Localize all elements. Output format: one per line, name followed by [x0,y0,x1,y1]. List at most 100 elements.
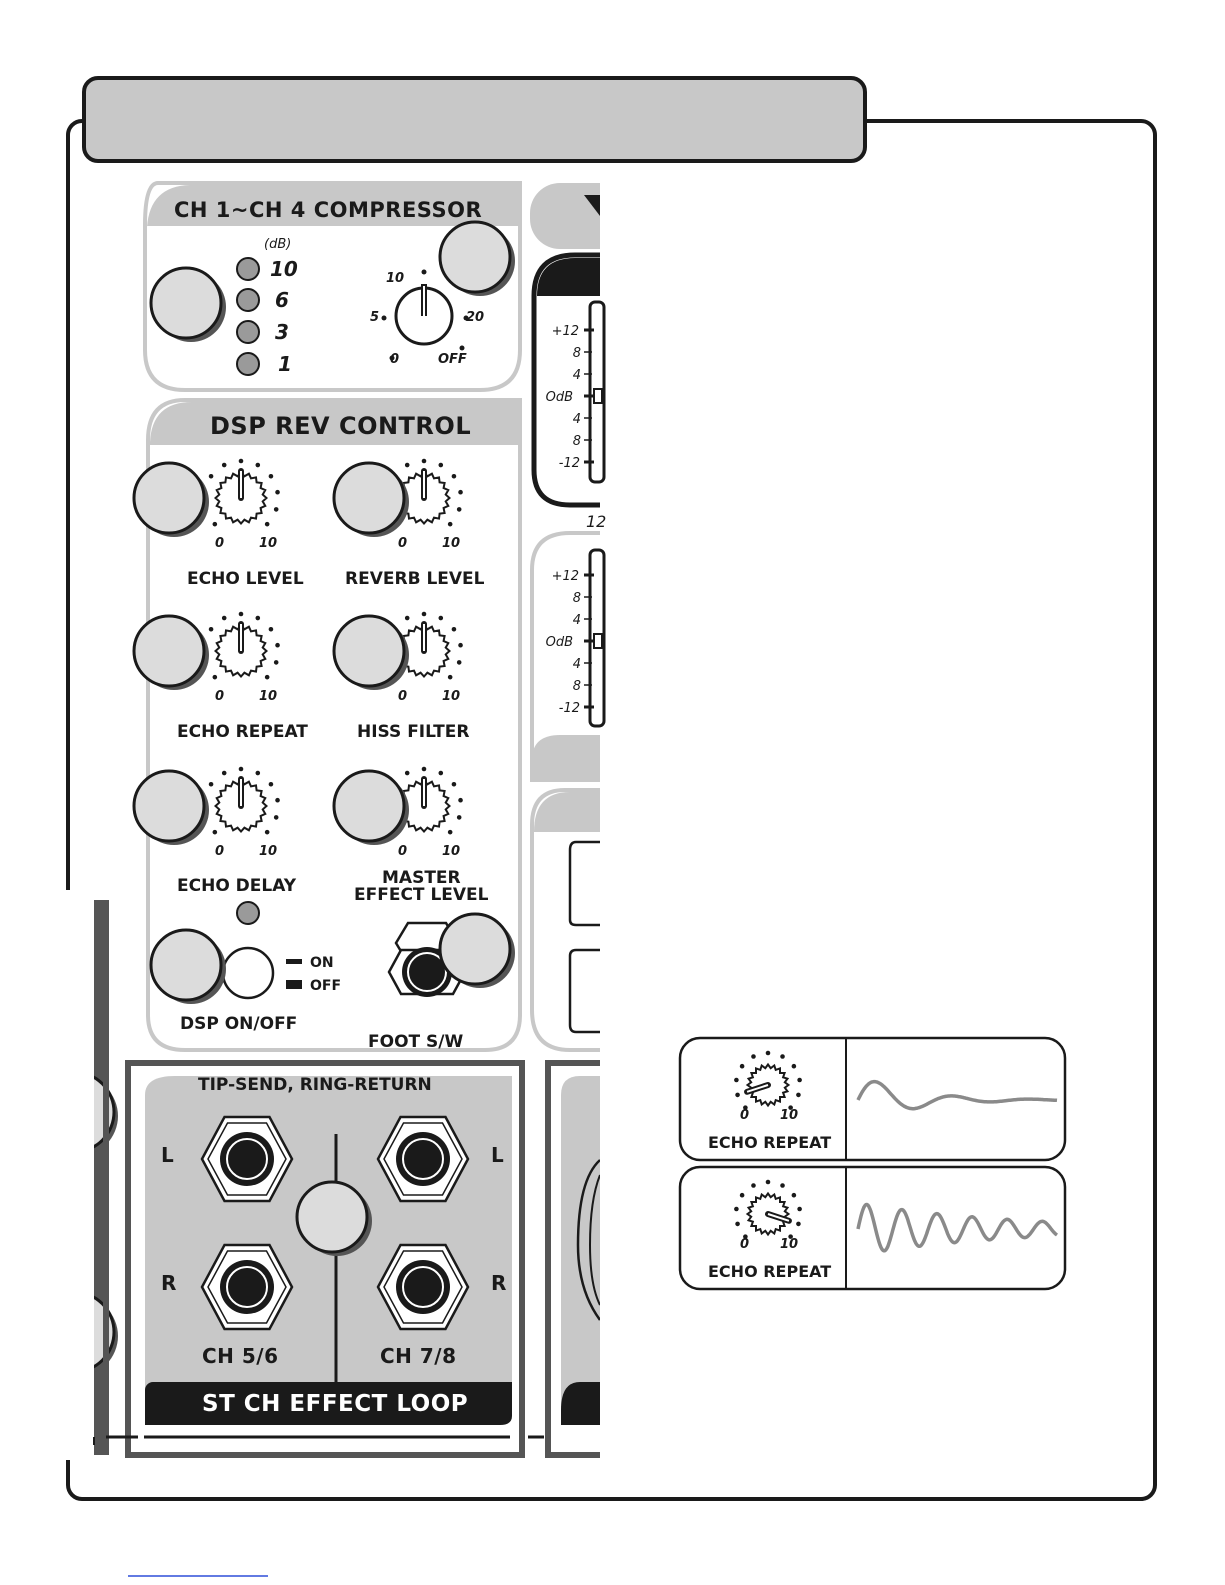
led-label-10: 10 [270,257,298,281]
callout-circle-reverb-level [332,461,406,535]
jack-ch78-l[interactable] [376,1115,470,1203]
example-knob-1[interactable] [734,1050,802,1110]
callout-circle-effect-loop [295,1180,369,1254]
left-l-label: L [161,1143,174,1167]
dsp-led [236,901,260,925]
compressor-panel: CH 1~CH 4 COMPRESSOR (dB) 10 6 3 1 10 5 … [143,181,522,392]
led-column: 10 6 3 1 [236,257,298,376]
example-label: ECHO REPEAT [708,1262,831,1281]
dsp-title: DSP REV CONTROL [210,412,471,440]
echo-level-knob-max-label: 10 [259,536,277,551]
hiss-filter-knob[interactable] [385,611,463,680]
reverb-level-knob-min-label: 0 [398,536,407,551]
meter-mark-label: 8 [573,346,581,361]
echo-level-knob-min-label: 0 [215,536,224,551]
compressor-title: CH 1~CH 4 COMPRESSOR [174,198,482,222]
callout-circle-compressor-1 [149,266,223,340]
effect-loop-header: TIP-SEND, RING-RETURN [198,1075,432,1095]
hiss-filter-knob-min-label: 0 [398,689,407,704]
meter-mark-label: 8 [573,591,581,606]
meter-mark-label: -12 [559,701,580,716]
jack-ch78-r[interactable] [376,1243,470,1331]
echo-repeat-knob[interactable] [202,611,280,680]
master-label-line1: MASTER [382,868,461,888]
led-label-1: 1 [278,352,292,376]
echo-level-knob[interactable] [202,458,280,527]
effect-loop-title: ST CH EFFECT LOOP [202,1391,468,1417]
comp-tick-0: 0 [390,352,399,367]
comp-tick-10: 10 [386,271,404,286]
left-edge-partial [30,890,118,1460]
db-unit-label: (dB) [264,237,291,252]
example-min-label: 0 [740,1237,749,1252]
echo-level-label: ECHO LEVEL [187,569,304,589]
dsp-panel: DSP REV CONTROL 0 10 0 10 0 10 0 10 0 10 0 10 ECHO … [132,398,522,1052]
callout-circle-hiss-filter [332,614,406,688]
example-label: ECHO REPEAT [708,1133,831,1152]
echo-delay-knob-min-label: 0 [215,844,224,859]
led-6 [236,288,260,312]
meter-mark-label: 8 [573,434,581,449]
partial-panel-bottom [545,1055,612,1465]
callout-circle-foot-sw [438,912,512,986]
decay-waveform [856,1202,1059,1253]
master-effect-level-knob-max-label: 10 [442,844,460,859]
jack-ch56-r[interactable] [200,1243,294,1331]
led-10 [236,257,260,281]
ch-7-8-label: CH 7/8 [380,1344,457,1368]
led-3 [236,320,260,344]
example-max-label: 10 [780,1237,798,1252]
jack-ch56-l[interactable] [200,1115,294,1203]
callout-circle-echo-level [132,461,206,535]
compressor-knob[interactable] [381,269,469,361]
foot-sw-label: FOOT S/W [368,1032,463,1052]
example-min-label: 0 [740,1108,749,1123]
reverb-level-label: REVERB LEVEL [345,569,485,589]
comp-tick-20: 20 [466,310,484,325]
meter-mark-label: 4 [573,412,581,427]
meter-mark-label: OdB [546,390,573,405]
meter-mark-label: 4 [573,657,581,672]
title-tab [82,76,867,163]
decay-waveform [856,1079,1058,1111]
meter-mark-label: 4 [573,613,581,628]
dsp-onoff-switch[interactable] [221,946,275,1000]
switch-off-label: OFF [310,978,341,994]
right-l-label: L [491,1143,504,1167]
master-label-line2: EFFECT LEVEL [354,885,489,905]
left-r-label: R [161,1271,176,1295]
meter-mark-label: OdB [546,635,573,650]
led-label-6: 6 [275,288,289,312]
example-max-label: 10 [780,1108,798,1123]
led-label-3: 3 [275,320,289,344]
comp-tick-off: OFF [438,352,467,367]
echo-delay-knob-max-label: 10 [259,844,277,859]
callout-circle-dsp-onoff [149,928,223,1002]
hiss-filter-label: HISS FILTER [357,722,469,742]
echo-repeat-knob-min-label: 0 [215,689,224,704]
switch-off-indicator [286,980,302,989]
reverb-level-knob-max-label: 10 [442,536,460,551]
echo-repeat-knob-max-label: 10 [259,689,277,704]
echo-delay-label: ECHO DELAY [177,876,297,896]
eq-partial-label: 12 [586,512,606,531]
ch-5-6-label: CH 5/6 [202,1344,279,1368]
echo-repeat-label: ECHO REPEAT [177,722,308,742]
hiss-filter-knob-max-label: 10 [442,689,460,704]
callout-circle-echo-repeat [132,614,206,688]
led-1 [236,352,260,376]
switch-on-label: ON [310,955,334,971]
dsp-onoff-label: DSP ON/OFF [180,1014,297,1034]
meter-mark-label: +12 [552,324,579,339]
meter-mark-label: 8 [573,679,581,694]
callout-circle-echo-delay [132,769,206,843]
callout-circle-compressor-2 [438,220,512,294]
example-knob-2[interactable] [734,1179,802,1239]
master-effect-level-knob-min-label: 0 [398,844,407,859]
meter-mark-label: 4 [573,368,581,383]
